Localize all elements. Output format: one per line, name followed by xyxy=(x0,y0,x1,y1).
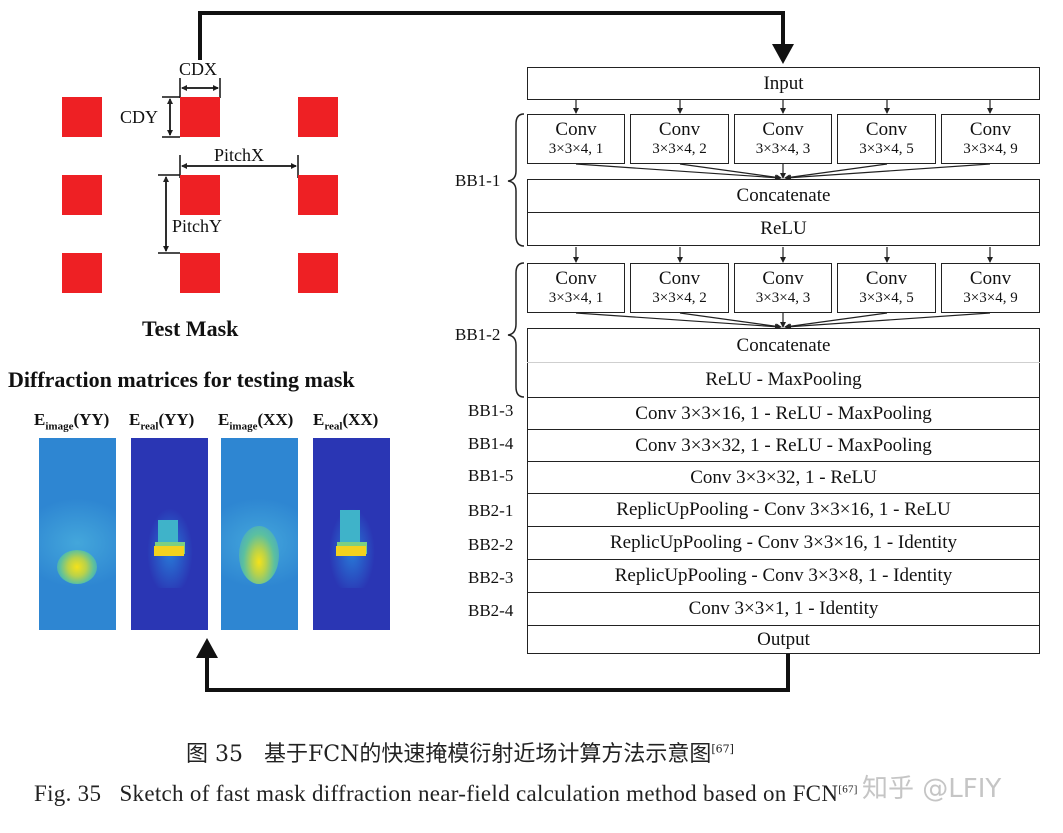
diffraction-panel-ereal-yy xyxy=(131,438,208,630)
bb23-label: BB2-3 xyxy=(468,568,514,587)
bb21-block: ReplicUpPooling - Conv 3×3×16, 1 - ReLU xyxy=(527,493,1040,527)
mask-square xyxy=(298,175,338,215)
pitchy-label: PitchY xyxy=(172,216,223,236)
cdx-label: CDX xyxy=(179,59,218,79)
diffraction-panel-ereal-xx xyxy=(313,438,390,630)
bb15-label: BB1-5 xyxy=(468,466,514,485)
bb12-inner-divider xyxy=(527,362,1040,363)
diffraction-panel-eimage-xx xyxy=(221,438,298,630)
bottom-loop-arrow xyxy=(196,638,790,692)
relu-to-conv-arrows xyxy=(573,247,993,263)
bb14-label: BB1-4 xyxy=(468,434,514,453)
bb11-merge-lines xyxy=(575,163,991,181)
bb12-concatenate: Concatenate xyxy=(736,335,831,356)
panel-title-ereal-xx: Ereal(XX) xyxy=(313,410,379,433)
pitchx-label: PitchX xyxy=(214,145,265,165)
bb24-block: Conv 3×3×1, 1 - Identity xyxy=(527,592,1040,626)
pitchx-dimension xyxy=(179,155,299,178)
bb11-brace xyxy=(507,113,525,247)
pitchy-dimension xyxy=(158,174,180,254)
bb24-label: BB2-4 xyxy=(468,601,514,620)
diffraction-panel-eimage-yy xyxy=(39,438,116,630)
panel-title-ereal-yy: Ereal(YY) xyxy=(129,410,195,433)
panel-title-eimage-xx: Eimage(XX) xyxy=(218,410,294,433)
cdy-dimension xyxy=(162,96,180,138)
bb11-relu: ReLU xyxy=(527,212,1040,246)
bb12-brace xyxy=(507,262,525,398)
bb11-label: BB1-1 xyxy=(455,171,501,190)
caption-chinese: 图 35 基于FCN的快速掩模衍射近场计算方法示意图[67] xyxy=(186,742,734,767)
mask-square xyxy=(180,175,220,215)
bb23-block: ReplicUpPooling - Conv 3×3×8, 1 - Identi… xyxy=(527,559,1040,593)
bb22-block: ReplicUpPooling - Conv 3×3×16, 1 - Ident… xyxy=(527,526,1040,560)
cdy-label: CDY xyxy=(120,107,159,127)
mask-square xyxy=(298,97,338,137)
top-loop-arrow xyxy=(198,11,794,64)
test-mask-title: Test Mask xyxy=(142,316,239,341)
bb13-label: BB1-3 xyxy=(468,401,514,420)
output-block: Output xyxy=(527,625,1040,654)
bb22-label: BB2-2 xyxy=(468,535,514,554)
input-block: Input xyxy=(527,67,1040,100)
mask-square xyxy=(180,97,220,137)
bb21-label: BB2-1 xyxy=(468,501,514,520)
cdx-dimension xyxy=(179,78,221,98)
mask-square xyxy=(62,175,102,215)
bb12-label: BB1-2 xyxy=(455,325,501,344)
bb15-block: Conv 3×3×32, 1 - ReLU xyxy=(527,461,1040,494)
mask-square xyxy=(298,253,338,293)
input-to-conv-arrows xyxy=(573,99,993,114)
bb13-block: Conv 3×3×16, 1 - ReLU - MaxPooling xyxy=(527,397,1040,430)
bb12-relu-maxpool: ReLU - MaxPooling xyxy=(705,369,862,390)
caption-english: Fig. 35 Sketch of fast mask diffraction … xyxy=(34,781,858,806)
bb12-merge-lines xyxy=(575,312,991,330)
zhihu-watermark: 知乎 @LFIY xyxy=(862,774,1002,804)
mask-square xyxy=(62,253,102,293)
panel-title-eimage-yy: Eimage(YY) xyxy=(34,410,110,433)
bb11-concatenate: Concatenate xyxy=(527,179,1040,213)
mask-square xyxy=(180,253,220,293)
mask-square xyxy=(62,97,102,137)
bb14-block: Conv 3×3×32, 1 - ReLU - MaxPooling xyxy=(527,429,1040,462)
bb12-concat-relu-block: Concatenate ReLU - MaxPooling xyxy=(527,328,1040,398)
diffraction-title: Diffraction matrices for testing mask xyxy=(8,367,355,392)
